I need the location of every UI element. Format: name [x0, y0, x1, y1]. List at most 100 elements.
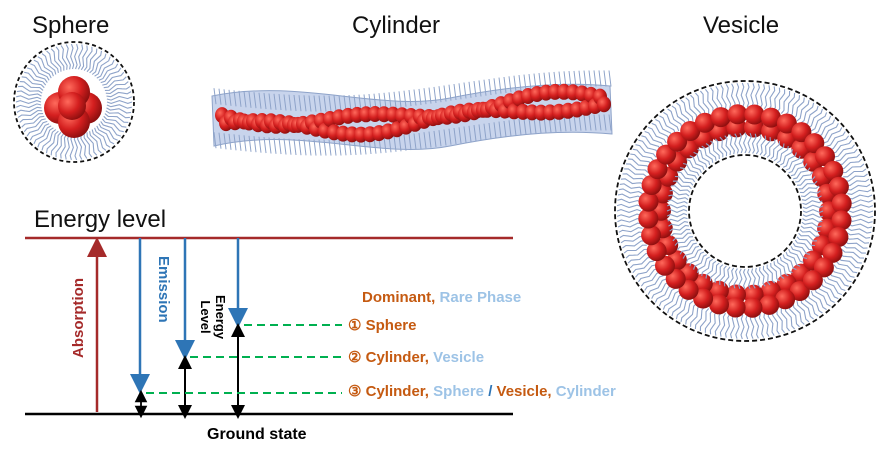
sphere-lipid-tail [96, 125, 115, 145]
vesicle-outer-lipid-tail [811, 112, 828, 132]
cylinder-lipid-tail [423, 88, 427, 105]
cylinder-lipid-tail [283, 94, 287, 111]
cylinder-lipid-tail [258, 136, 262, 153]
cylinder-lipid-tail [493, 78, 497, 95]
energy-level-gap-line2: Level [198, 300, 213, 334]
vesicle-core-particle [775, 289, 796, 310]
vesicle-core-particle [641, 175, 662, 195]
emission-label: Emission [155, 256, 172, 323]
vesicle-inner-lipid-tail [733, 268, 739, 289]
sphere-lipid-tail [86, 48, 98, 73]
vesicle-outer-lipid-tail [833, 144, 855, 158]
cylinder-lipid-tail [433, 130, 437, 147]
vesicle-outer-boundary [614, 80, 876, 342]
cylinder-lipid-tail [503, 76, 507, 94]
vesicle-inner-lipid-tail [747, 133, 752, 154]
cylinder-lipid-tail [313, 139, 317, 156]
vesicle-outer-lipid-tail [749, 314, 755, 339]
sphere-lipid-tail [15, 100, 42, 104]
vesicle-inner-boundary [688, 154, 802, 268]
vesicle-outer-lipid-tail [619, 231, 644, 239]
cylinder-lipid-tail [428, 87, 432, 104]
cylinder-lipid-tail [533, 117, 537, 134]
cylinder-lipid-tail [243, 135, 247, 152]
vesicle-inner-lipid-tail [776, 145, 789, 164]
legend-row-2-rare: Vesicle [433, 349, 485, 366]
vesicle-inner-lipid-tail [790, 163, 808, 177]
vesicle-inner-lipid-tail [667, 204, 688, 209]
sphere-lipid-tail [15, 103, 42, 109]
vesicle-outer-lipid-tail [622, 173, 646, 182]
vesicle-inner-lipid-tail [672, 180, 692, 190]
sphere-lipid-tail [64, 134, 71, 160]
vesicle-outer-lipid-tail [630, 153, 653, 166]
vesicle-inner-lipid-tail [762, 265, 771, 286]
cylinder-lipid-tail [583, 114, 587, 131]
cylinder-lipid-tail [508, 120, 512, 137]
cylinder-lipid-tail [463, 82, 467, 99]
vesicle-outer-lipid-tail [784, 306, 796, 330]
vesicle-outer-lipid-tail [623, 244, 647, 254]
energy-level-gap-label: Energy Level [198, 295, 228, 339]
vesicle-inner-lipid-tail [751, 133, 757, 154]
sphere-lipid-tail [94, 56, 111, 77]
vesicle-outer-lipid-tail [644, 130, 664, 147]
cylinder-lipid-tail [303, 139, 307, 156]
cylinder-lipid-tail [438, 130, 442, 147]
vesicle-outer-lipid-tail [847, 227, 872, 234]
ground-state-label: Ground state [207, 426, 307, 443]
sphere-lipid-tail [91, 53, 107, 75]
vesicle-outer-lipid-tail [715, 86, 723, 110]
vesicle-outer-lipid-tail [622, 240, 646, 249]
legend-row-3-dominant-a: Cylinder, [365, 383, 429, 400]
sphere-lipid-tail [105, 110, 130, 119]
cylinder-lipid-tail [393, 91, 397, 108]
vesicle-inner-lipid-tail [780, 148, 794, 166]
cylinder-lipid-tail [288, 94, 292, 111]
vesicle-outer-lipid-tail [654, 284, 673, 303]
legend-rare: Rare Phase [439, 289, 522, 306]
vesicle-inner-lipid-tail [671, 185, 691, 193]
vesicle-inner-lipid-tail [773, 261, 785, 279]
vesicle-inner-lipid-tail [759, 135, 767, 156]
cylinder-lipid-tail [578, 70, 582, 87]
cylinder-lipid-tail [518, 75, 522, 92]
vesicle-outer-lipid-tail [710, 87, 718, 111]
vesicle-outer-lipid-tail [754, 314, 760, 339]
cylinder-lipid-tail [318, 95, 322, 112]
vesicle-core-particle [776, 113, 797, 134]
vesicle-outer-lipid-tail [619, 183, 644, 190]
vesicle-inner-lipid-tail [751, 268, 756, 289]
cylinder-lipid-tail [528, 74, 532, 91]
cylinder-lipid-tail [413, 89, 417, 106]
vesicle-outer-lipid-tail [745, 314, 750, 340]
cylinder-lipid-tail [473, 125, 477, 142]
sphere-lipid-tail [19, 81, 44, 91]
sphere-micelle [13, 41, 135, 163]
vesicle-outer-lipid-tail [658, 287, 676, 307]
cylinder-lipid-tail [278, 138, 282, 155]
cylinder-lipid-tail [383, 92, 387, 109]
vesicle-outer-lipid-tail [629, 256, 652, 269]
vesicle-outer-lipid-tail [680, 300, 694, 323]
vesicle-outer-lipid-tail [772, 87, 781, 112]
vesicle-inner-lipid-tail [796, 176, 816, 186]
vesicle-outer-lipid-tail [694, 306, 706, 330]
vesicle-outer-lipid-tail [616, 213, 642, 218]
vesicle-inner-lipid-tail [693, 151, 708, 168]
cylinder-lipid-tail [578, 114, 582, 131]
vesicle-outer-lipid-tail [735, 314, 740, 339]
cylinder-lipid-tail [268, 137, 272, 154]
vesicle-outer-lipid-tail [823, 127, 843, 144]
vesicle-outer-lipid-tail [667, 293, 683, 314]
vesicle-inner-lipid-tail [795, 171, 813, 183]
sphere-lipid-tail [19, 113, 44, 123]
vesicle-outer-lipid-tail [625, 248, 649, 259]
vesicle-inner-lipid-tail [697, 148, 711, 166]
cylinder-lipid-tail [538, 73, 542, 90]
sphere-lipid-tail [80, 45, 88, 71]
cylinder-lipid-tail [323, 139, 327, 156]
vesicle-outer-lipid-tail [644, 275, 664, 291]
vesicle-outer-lipid-tail [618, 227, 643, 233]
cylinder-lipid-tail [488, 122, 492, 140]
